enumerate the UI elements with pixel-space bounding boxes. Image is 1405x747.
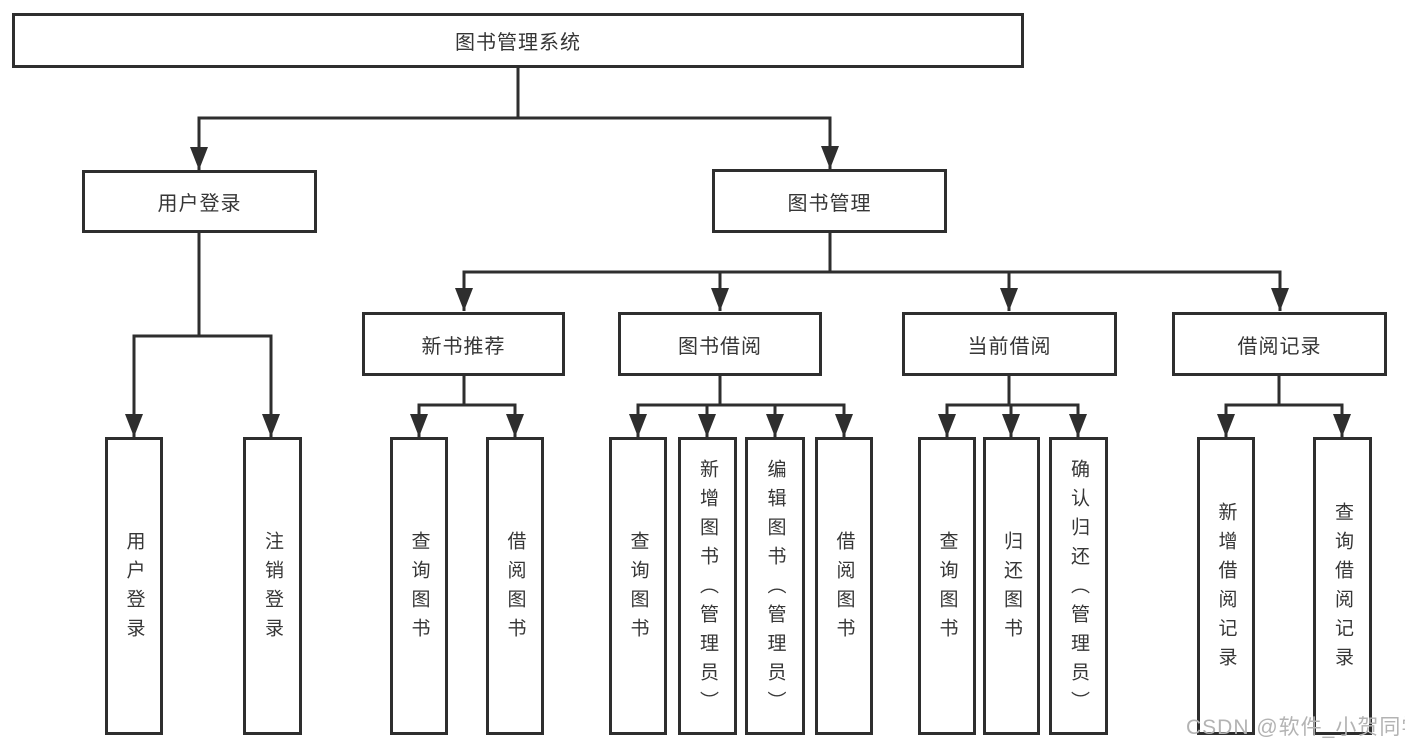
leaf-edit-book-admin: 编辑图书（管理员）: [745, 437, 805, 735]
arrowhead: [698, 414, 716, 437]
node-new-book-recommend: 新书推荐: [362, 312, 565, 376]
arrowhead: [711, 288, 729, 311]
leaf-borrow-books: 借阅图书: [815, 437, 873, 735]
connector-new-book-recommend-children: [417, 376, 517, 437]
arrowhead: [455, 288, 473, 311]
arrowhead: [766, 414, 784, 437]
node-borrow-records: 借阅记录: [1172, 312, 1387, 376]
connector-borrow-records-children: [1224, 376, 1344, 437]
leaf-logout: 注销登录: [243, 437, 302, 735]
leaf-borrow-books-recommend: 借阅图书: [486, 437, 544, 735]
arrowhead: [629, 414, 647, 437]
leaf-add-borrow-record: 新增借阅记录: [1197, 437, 1255, 735]
arrowhead: [1069, 414, 1087, 437]
arrowheads: [125, 146, 1351, 437]
leaf-query-books-current: 查询图书: [918, 437, 976, 735]
csdn-watermark: CSDN @软件_小贺同学: [1186, 716, 1405, 739]
arrowhead: [410, 414, 428, 437]
arrowhead: [1002, 414, 1020, 437]
leaf-query-books-recommend: 查询图书: [390, 437, 448, 735]
leaf-query-books-borrow: 查询图书: [609, 437, 667, 735]
node-book-management: 图书管理: [712, 169, 947, 233]
node-book-borrow: 图书借阅: [618, 312, 822, 376]
arrowhead: [1217, 414, 1235, 437]
connector-user-login-children: [132, 233, 273, 437]
node-library-management-system: 图书管理系统: [12, 13, 1024, 68]
leaf-add-book-admin: 新增图书（管理员）: [678, 437, 737, 735]
leaf-confirm-return-admin: 确认归还（管理员）: [1049, 437, 1108, 735]
arrowhead: [506, 414, 524, 437]
connector-root-to-level2: [197, 68, 832, 170]
arrowhead: [190, 147, 208, 170]
arrowhead: [1000, 288, 1018, 311]
leaf-query-borrow-record: 查询借阅记录: [1313, 437, 1372, 735]
connector-book-management-children: [462, 233, 1282, 311]
arrowhead: [125, 414, 143, 437]
node-user-login: 用户登录: [82, 170, 317, 233]
node-current-borrow: 当前借阅: [902, 312, 1117, 376]
arrowhead: [262, 414, 280, 437]
arrowhead: [835, 414, 853, 437]
arrowhead: [938, 414, 956, 437]
leaf-user-login: 用户登录: [105, 437, 163, 735]
arrowhead: [821, 146, 839, 169]
arrowhead: [1271, 288, 1289, 311]
arrowhead: [1333, 414, 1351, 437]
leaf-return-books: 归还图书: [983, 437, 1040, 735]
connector-book-borrow-children: [636, 376, 846, 437]
